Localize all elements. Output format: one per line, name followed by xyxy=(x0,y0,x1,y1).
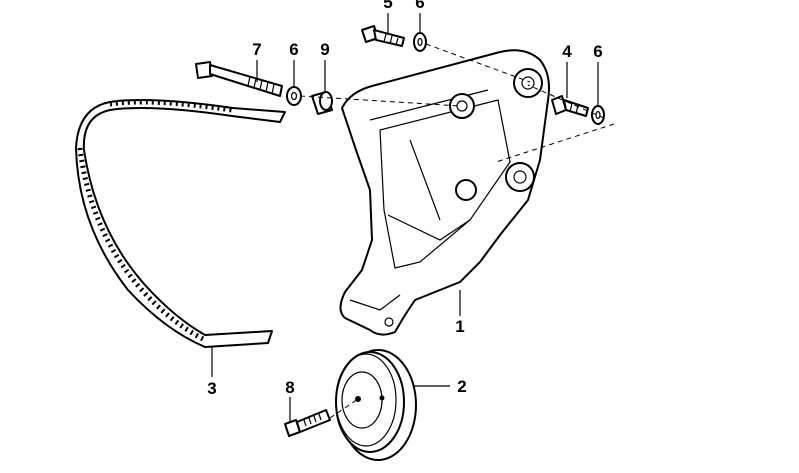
drive-belt xyxy=(75,99,286,348)
assembly-center-lines xyxy=(299,43,615,419)
callout-pulley: 2 xyxy=(457,377,466,396)
callout-washer-right: 6 xyxy=(593,42,602,61)
callout-spacer: 9 xyxy=(320,40,329,59)
callout-bolt-pulley: 8 xyxy=(285,378,294,397)
callout-bolt-long: 7 xyxy=(252,40,261,59)
callout-bracket: 1 xyxy=(455,317,464,336)
right-bolt xyxy=(551,95,589,117)
callout-belt: 3 xyxy=(207,379,216,398)
washer-right xyxy=(591,105,605,125)
washer-left xyxy=(286,86,302,106)
callout-leader-lines xyxy=(211,13,599,422)
callout-bolt-top: 5 xyxy=(383,0,392,12)
pulley xyxy=(335,349,417,461)
top-bolt xyxy=(361,25,405,47)
washer-top xyxy=(413,32,427,52)
callout-bolt-right: 4 xyxy=(562,42,572,61)
mounting-bracket xyxy=(339,49,550,336)
spacer-sleeve xyxy=(311,91,333,115)
pulley-bolt xyxy=(284,409,331,437)
callout-labels: 5 6 7 6 9 4 6 1 3 8 2 xyxy=(207,0,602,398)
callout-washer-top: 6 xyxy=(415,0,424,12)
long-bolt xyxy=(195,61,283,97)
callout-washer-left: 6 xyxy=(289,40,298,59)
